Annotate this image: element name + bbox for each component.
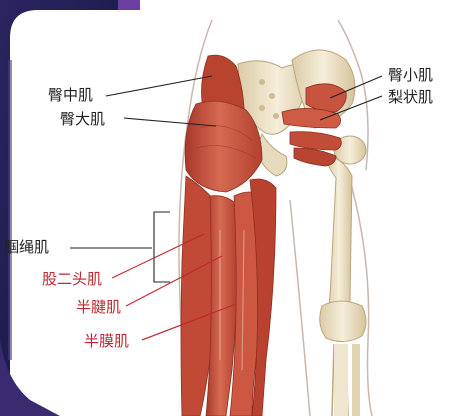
label-gluteus-minimus: 臀小肌 xyxy=(388,66,433,84)
hamstring-muscles xyxy=(181,176,276,416)
label-semimembranosus: 半膜肌 xyxy=(84,332,129,350)
label-gluteus-medius: 臀中肌 xyxy=(48,86,93,104)
hamstrings-bracket xyxy=(154,212,170,282)
femur-bone xyxy=(320,136,366,416)
corner-backdrop xyxy=(0,0,140,416)
label-piriformis: 梨状肌 xyxy=(388,88,433,106)
label-hamstrings: 腘绳肌 xyxy=(4,238,49,256)
label-semitendinosus: 半腱肌 xyxy=(76,298,121,316)
label-gluteus-maximus: 臀大肌 xyxy=(60,110,105,128)
leader-gluteus-medius xyxy=(106,76,212,96)
label-biceps-femoris: 股二头肌 xyxy=(42,270,102,288)
